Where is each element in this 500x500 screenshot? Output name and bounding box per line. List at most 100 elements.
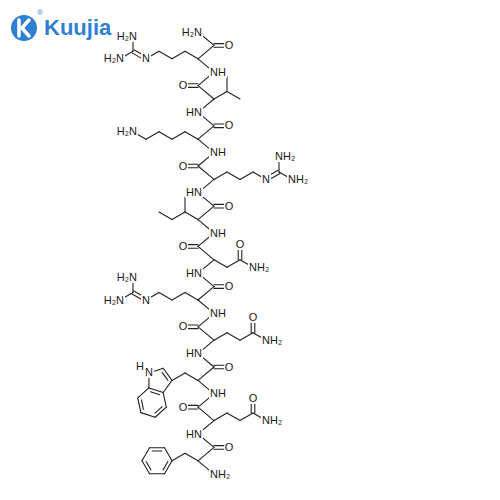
bond-line bbox=[227, 92, 240, 100]
bond-line bbox=[152, 450, 162, 451]
bond-line bbox=[198, 367, 214, 380]
bond-line bbox=[198, 407, 214, 420]
atom-label: NH₂ bbox=[287, 174, 309, 185]
bond-line bbox=[138, 398, 141, 413]
atom-label: NH bbox=[209, 147, 227, 158]
bond-line bbox=[162, 372, 168, 380]
bond-line bbox=[159, 51, 172, 59]
bond-line bbox=[198, 166, 214, 179]
atom-label: N bbox=[141, 295, 151, 306]
bond-line bbox=[198, 447, 214, 460]
bond-line bbox=[165, 448, 173, 461]
bond-line bbox=[185, 293, 198, 301]
bond-line bbox=[227, 260, 240, 268]
atom-label: HN bbox=[185, 348, 203, 359]
atom-label: O bbox=[178, 80, 189, 91]
atom-label: NH₂ bbox=[209, 469, 231, 480]
bond-line bbox=[172, 453, 185, 461]
atom-label: O bbox=[224, 201, 235, 212]
bond-line bbox=[185, 212, 198, 220]
bond-group bbox=[120, 32, 292, 474]
bond-line bbox=[163, 368, 172, 380]
atom-label: O bbox=[178, 321, 189, 332]
atom-label: HN bbox=[185, 429, 203, 440]
atom-label: O bbox=[224, 362, 235, 373]
logo-icon bbox=[11, 15, 37, 41]
bond-line bbox=[150, 447, 165, 448]
atom-label: O bbox=[235, 239, 246, 250]
atom-label: H₂N bbox=[103, 295, 125, 306]
bond-line bbox=[184, 197, 185, 212]
logo-mark bbox=[19, 20, 29, 36]
atom-label: O bbox=[224, 120, 235, 131]
bond-line bbox=[198, 86, 214, 99]
bond-line bbox=[198, 246, 214, 259]
bond-line bbox=[198, 45, 214, 58]
atom-label: NH₂ bbox=[261, 415, 283, 426]
bond-line bbox=[227, 413, 240, 421]
atom-label: O bbox=[248, 312, 259, 323]
atom-label: NH bbox=[209, 388, 227, 399]
atom-label: HN bbox=[185, 187, 203, 198]
bond-line bbox=[142, 461, 150, 474]
atom-label: NH₂ bbox=[274, 151, 296, 162]
atom-label: NH₂ bbox=[248, 262, 270, 273]
bond-line bbox=[155, 407, 166, 417]
bond-line bbox=[165, 461, 173, 474]
atom-label: N bbox=[261, 174, 271, 185]
bond-line bbox=[172, 132, 185, 140]
bond-line bbox=[240, 333, 253, 341]
atom-label: H bbox=[135, 361, 145, 372]
atom-label: H₂N bbox=[116, 126, 138, 137]
atom-label: O bbox=[178, 241, 189, 252]
atom-label: O bbox=[224, 281, 235, 292]
bond-line bbox=[163, 462, 168, 470]
atom-label: NH bbox=[209, 67, 227, 78]
atom-label: N bbox=[144, 367, 154, 378]
bond-line bbox=[214, 92, 227, 100]
bond-line bbox=[198, 206, 214, 219]
bond-line bbox=[214, 172, 227, 180]
bond-line bbox=[159, 132, 172, 140]
bond-line bbox=[240, 172, 253, 180]
atom-label: HN bbox=[185, 268, 203, 279]
atom-label: O bbox=[248, 393, 259, 404]
bond-line bbox=[163, 393, 166, 408]
bond-line bbox=[146, 132, 159, 140]
bond-line bbox=[150, 473, 165, 474]
bond-line bbox=[172, 373, 185, 381]
atom-label: O bbox=[224, 40, 235, 51]
bond-line bbox=[214, 260, 227, 268]
bond-line bbox=[214, 333, 227, 341]
bond-line bbox=[227, 172, 240, 180]
atom-label: HN bbox=[185, 107, 203, 118]
atom-label: H₂N bbox=[181, 27, 203, 38]
bond-line bbox=[198, 287, 214, 300]
bond-line bbox=[142, 448, 150, 461]
bond-line bbox=[185, 51, 198, 59]
atom-label: H₂N bbox=[116, 31, 138, 42]
bond-line bbox=[159, 212, 172, 220]
bond-line bbox=[141, 413, 155, 418]
bond-line bbox=[146, 462, 151, 470]
bond-line bbox=[240, 413, 253, 421]
atom-label: NH bbox=[209, 228, 227, 239]
registered-mark: ® bbox=[37, 9, 43, 17]
watermark-logo: Kuujia bbox=[44, 17, 111, 39]
bond-line bbox=[163, 380, 172, 392]
bond-line bbox=[185, 132, 198, 140]
logo-disc bbox=[11, 15, 37, 41]
bond-line bbox=[150, 392, 159, 395]
atom-label: N bbox=[141, 53, 151, 64]
bond-line bbox=[185, 373, 198, 381]
bond-line bbox=[214, 413, 227, 421]
bond-line bbox=[227, 333, 240, 341]
bond-line bbox=[159, 293, 172, 301]
bond-line bbox=[155, 407, 162, 413]
bond-line bbox=[226, 77, 227, 92]
atom-label: O bbox=[178, 161, 189, 172]
atom-label: O bbox=[178, 402, 189, 413]
atom-label: NH bbox=[209, 308, 227, 319]
